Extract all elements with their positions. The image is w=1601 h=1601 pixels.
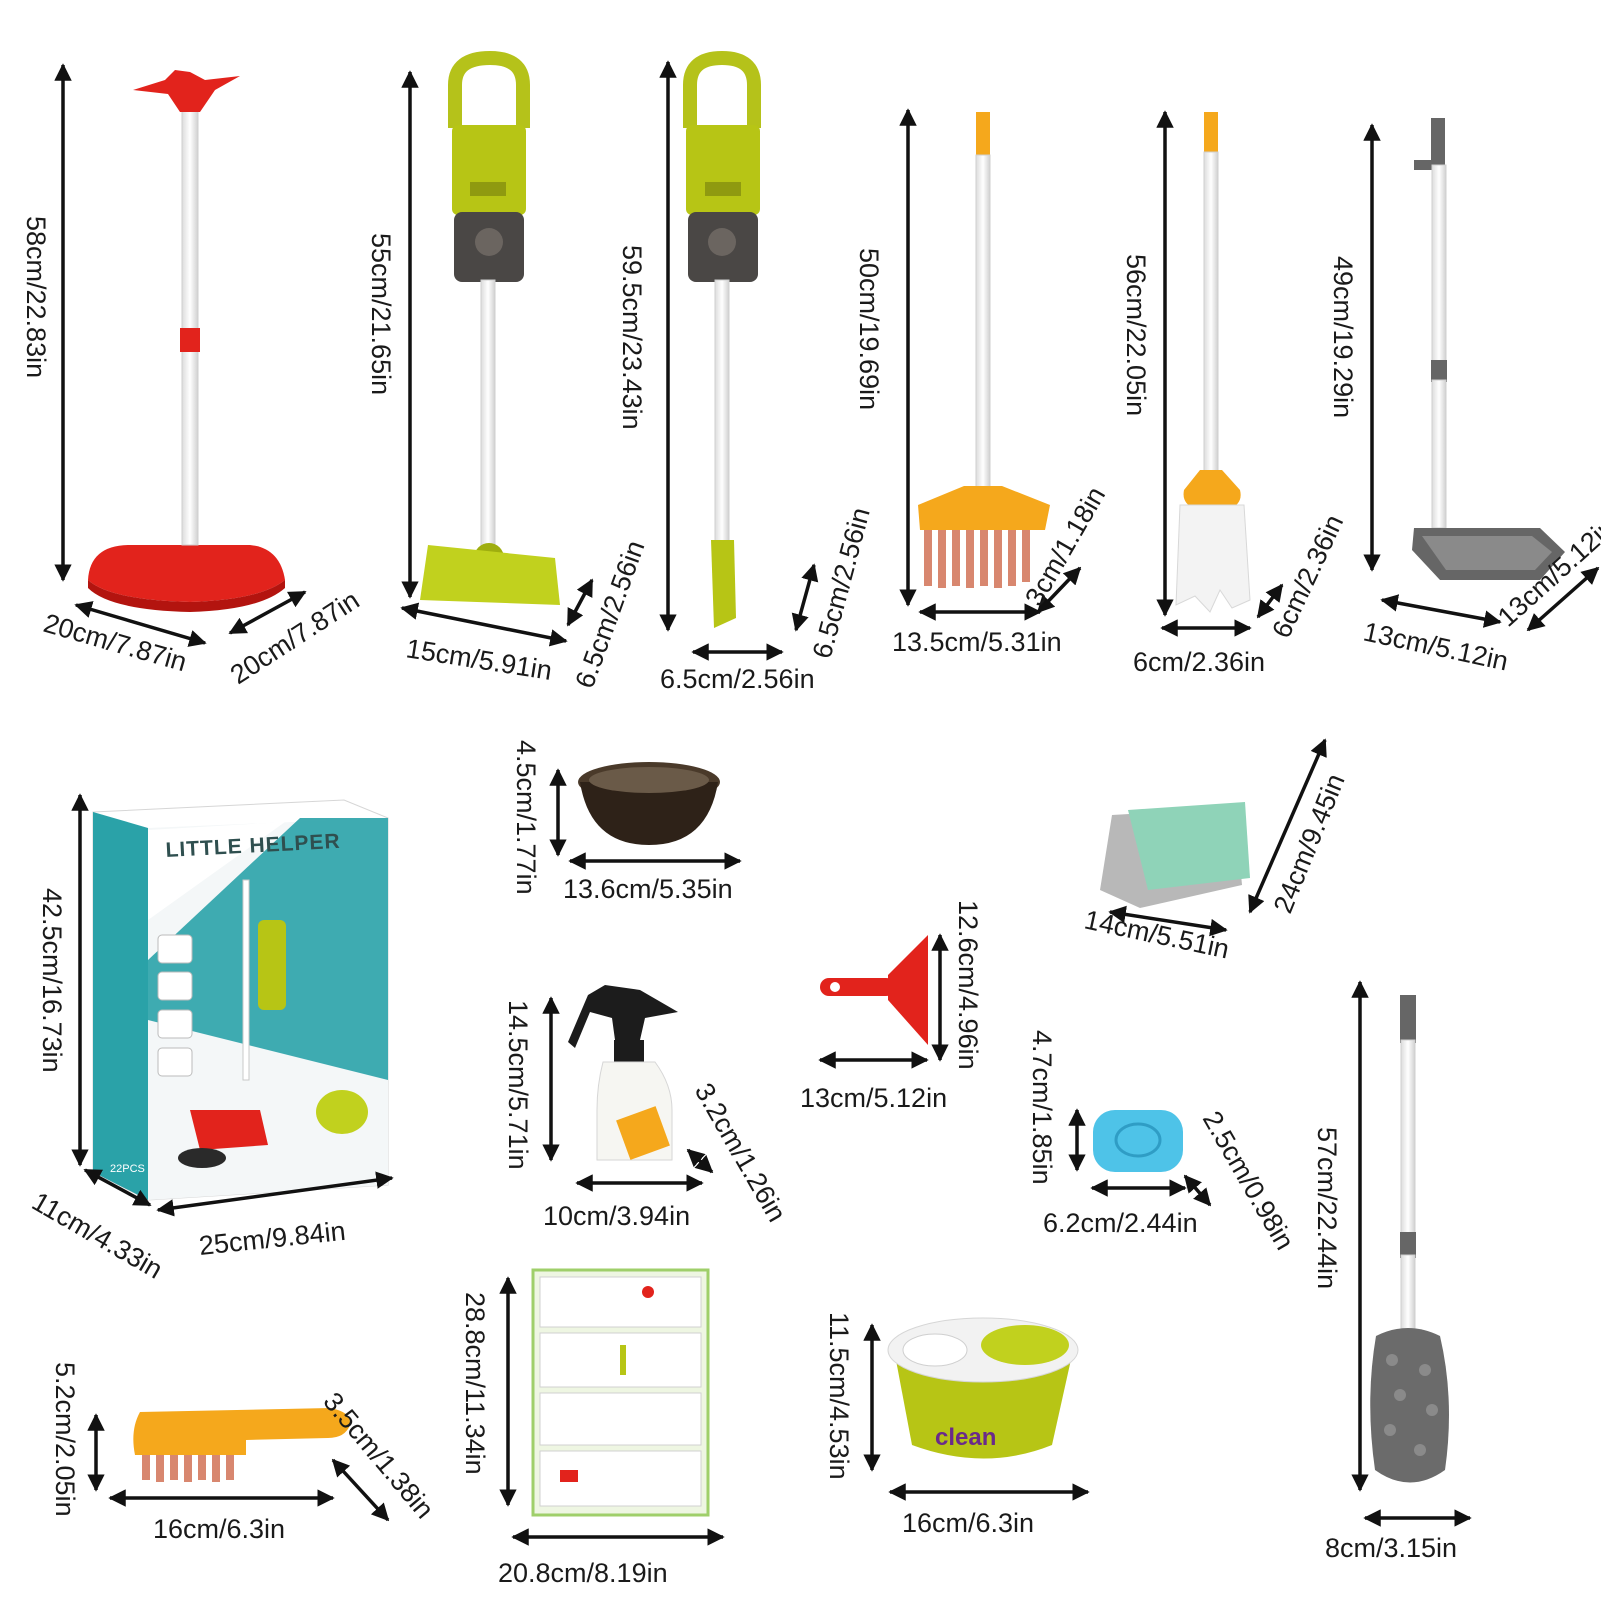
hand-brush <box>133 1408 351 1482</box>
manual-width-label: 20.8cm/8.19in <box>498 1558 668 1588</box>
vacuum-2-height-label: 59.5cm/23.43in <box>617 245 647 430</box>
bowl-height-label: 4.5cm/1.77in <box>511 740 541 895</box>
vacuum-cleaner-2 <box>683 50 761 628</box>
mop-depth-label: 6cm/2.36in <box>1266 510 1349 642</box>
scraper-width-label: 13cm/5.12in <box>800 1083 947 1113</box>
vacuum-1-depth-label: 6.5cm/2.56in <box>569 537 650 693</box>
manual-height-label: 28.8cm/11.34in <box>460 1292 490 1475</box>
soap-depth-label: 2.5cm/0.98in <box>1197 1106 1300 1255</box>
dustpan-width-label: 13cm/5.12in <box>1361 617 1511 677</box>
spray-bottle-width-label: 10cm/3.94in <box>543 1201 690 1231</box>
vacuum-cleaner-1 <box>420 50 560 605</box>
box-height-label: 42.5cm/16.73in <box>37 888 67 1073</box>
brush-depth-label: 3.5cm/1.38in <box>317 1387 439 1525</box>
bowl-width-label: 13.6cm/5.35in <box>563 874 733 904</box>
duster-height-label: 57cm/22.44in <box>1312 1127 1342 1289</box>
vacuum-1-width-label: 15cm/5.91in <box>404 633 554 686</box>
vacuum-2-width-label: 6.5cm/2.56in <box>660 664 815 694</box>
mop <box>1175 112 1251 613</box>
bucket: clean <box>887 1317 1079 1459</box>
spray-bottle <box>568 985 678 1161</box>
instruction-manual <box>531 1268 710 1517</box>
brush-height-label: 5.2cm/2.05in <box>50 1362 80 1517</box>
scraper <box>820 935 928 1045</box>
coat-stand <box>88 70 285 612</box>
mop-width-label: 6cm/2.36in <box>1133 647 1265 677</box>
vacuum-1-height-label: 55cm/21.65in <box>366 233 396 395</box>
scraper-height-label: 12.6cm/4.96in <box>953 900 983 1070</box>
spray-bottle-height-label: 14.5cm/5.71in <box>503 1000 533 1170</box>
box-count: 22PCS <box>110 1163 145 1175</box>
brush-width-label: 16cm/6.3in <box>153 1514 285 1544</box>
duster-width-label: 8cm/3.15in <box>1325 1533 1457 1563</box>
broom-width-label: 13.5cm/5.31in <box>892 627 1062 657</box>
vacuum-2-depth-label: 6.5cm/2.56in <box>807 504 876 661</box>
broom <box>918 112 1050 588</box>
broom-height-label: 50cm/19.69in <box>854 248 884 410</box>
bucket-logo: clean <box>935 1424 996 1451</box>
soap-height-label: 4.7cm/1.85in <box>1027 1030 1057 1185</box>
bowl <box>578 762 720 845</box>
cloth-width-label: 14cm/5.51in <box>1082 905 1232 965</box>
spray-bottle-depth-label: 3.2cm/1.26in <box>689 1078 792 1227</box>
coat-stand-height-label: 58cm/22.83in <box>21 216 51 378</box>
bucket-height-label: 11.5cm/4.53in <box>824 1312 854 1480</box>
dustpan-height-label: 49cm/19.29in <box>1328 256 1358 418</box>
soap-bar <box>1093 1110 1183 1172</box>
product-box: LITTLE HELPER 22PCS <box>92 799 389 1201</box>
cleaning-cloth <box>1100 802 1250 908</box>
box-depth-label: 11cm/4.33in <box>27 1186 168 1285</box>
box-width-label: 25cm/9.84in <box>197 1216 346 1261</box>
dustpan <box>1412 118 1565 580</box>
bucket-width-label: 16cm/6.3in <box>902 1508 1034 1538</box>
mop-height-label: 56cm/22.05in <box>1121 254 1151 416</box>
duster <box>1370 995 1449 1483</box>
soap-width-label: 6.2cm/2.44in <box>1043 1208 1198 1238</box>
